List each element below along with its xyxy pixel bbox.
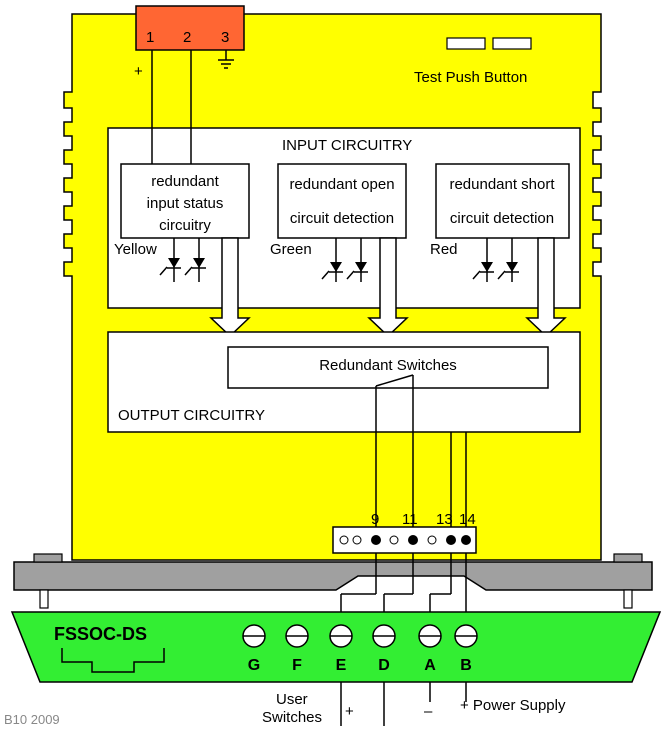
pin-number-11: 11 — [402, 511, 418, 528]
led-pair-red-icon — [472, 238, 519, 282]
led-pair-green-icon — [321, 238, 368, 282]
test-push-button-2[interactable] — [492, 37, 532, 50]
module-3-line-2: circuit detection — [450, 210, 554, 227]
module-2-line-1: redundant open — [289, 176, 394, 193]
model-label: FSSOC-DS — [54, 624, 147, 644]
pin-number-13: 13 — [436, 511, 453, 528]
terminal-label-d: D — [378, 657, 390, 674]
input-connector — [135, 5, 245, 51]
connector-pin-1: 1 — [146, 29, 154, 46]
redundant-switches-label: Redundant Switches — [319, 357, 457, 374]
module-3-line-1: redundant short — [449, 176, 555, 193]
terminal-base — [10, 611, 662, 683]
input-circuitry-title: INPUT CIRCUITRY — [282, 137, 412, 154]
module-1-line-2: input status — [147, 195, 224, 212]
terminal-screw-f-icon[interactable] — [285, 624, 309, 648]
terminal-screw-g-icon[interactable] — [242, 624, 266, 648]
redundant-switches-box — [227, 346, 549, 389]
arrow-module-1 — [209, 237, 251, 338]
terminal-label-f: F — [292, 657, 302, 674]
ground-icon — [218, 50, 234, 69]
power-supply-label: + Power Supply — [460, 697, 566, 714]
terminal-label-g: G — [248, 657, 260, 674]
module-2-line-2: circuit detection — [290, 210, 394, 227]
plus-sign-e: + — [345, 703, 354, 720]
test-push-button[interactable] — [446, 37, 486, 50]
user-switches-label-line-2: Switches — [262, 709, 322, 726]
terminal-screw-a-icon[interactable] — [418, 624, 442, 648]
module-1-line-1: redundant — [151, 173, 219, 190]
led-label-yellow: Yellow — [114, 241, 157, 258]
user-switches-label-line-1: User — [276, 691, 308, 708]
terminal-screw-d-icon[interactable] — [372, 624, 396, 648]
led-pair-yellow-icon — [159, 238, 206, 282]
output-circuitry-title: OUTPUT CIRCUITRY — [118, 407, 265, 424]
terminal-screw-b-icon[interactable] — [454, 624, 478, 648]
minus-sign-a: – — [424, 703, 433, 720]
terminal-label-e: E — [336, 657, 347, 674]
terminal-label-a: A — [424, 657, 436, 674]
footer-code: B10 2009 — [4, 712, 60, 726]
test-button-label: Test Push Button — [414, 69, 527, 86]
pin-number-14: 14 — [459, 511, 476, 528]
open-circuit-module — [277, 163, 407, 239]
short-circuit-module — [435, 163, 570, 239]
input-status-module — [120, 163, 250, 239]
pin-holes — [339, 535, 471, 545]
terminal-screw-e-icon[interactable] — [329, 624, 353, 648]
connector-pin-2: 2 — [183, 29, 191, 46]
connector-plus-sign: + — [134, 63, 143, 80]
arrow-module-3 — [525, 237, 567, 338]
mounting-rail — [13, 561, 653, 591]
terminal-label-b: B — [460, 657, 472, 674]
module-1-line-3: circuitry — [159, 217, 211, 234]
model-bracket — [61, 648, 165, 673]
led-label-green: Green — [270, 241, 312, 258]
pin-number-9: 9 — [371, 511, 379, 528]
led-label-red: Red — [430, 241, 458, 258]
arrow-module-2 — [367, 237, 409, 338]
connector-pin-3: 3 — [221, 29, 229, 46]
